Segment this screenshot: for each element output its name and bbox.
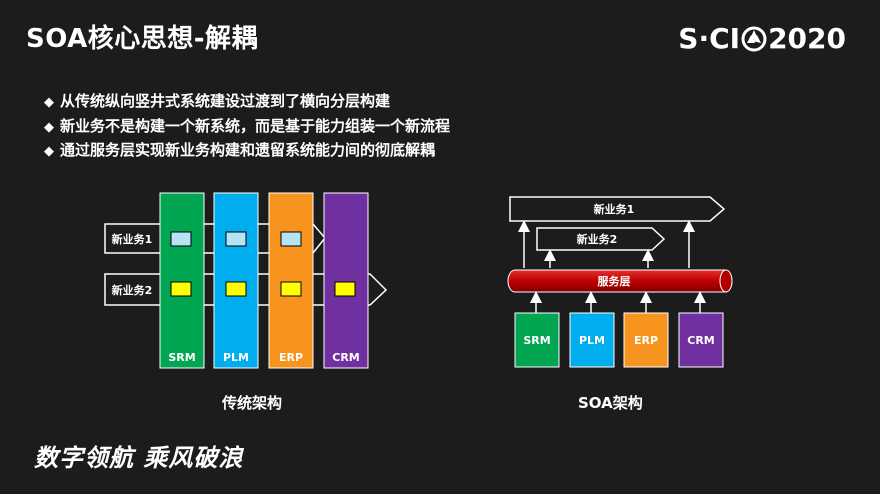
bullet-item: ◆ 新业务不是构建一个新系统，而是基于能力组装一个新流程	[44, 115, 450, 140]
module-box	[280, 281, 302, 297]
system-column-srm	[159, 192, 205, 369]
logo-text: S·CI	[678, 22, 741, 55]
diamond-bullet-icon: ◆	[44, 144, 54, 159]
system-box-srm	[514, 312, 560, 368]
bullet-item: ◆ 从传统纵向竖井式系统建设过渡到了横向分层构建	[44, 90, 450, 115]
business-row-label: 新业务2	[112, 283, 153, 297]
system-column-plm	[213, 192, 259, 369]
module-box	[225, 231, 247, 247]
system-label-crm: CRM	[687, 334, 715, 347]
system-label-srm: SRM	[168, 351, 195, 364]
business-row-label: 新业务2	[577, 232, 618, 246]
business-row-2-arrow	[536, 227, 666, 251]
system-box-erp	[623, 312, 669, 368]
page-title: SOA核心思想-解耦	[26, 24, 259, 54]
sci-2020-logo: S·CI 2020	[678, 22, 846, 55]
module-box	[225, 281, 247, 297]
bullet-item: ◆ 通过服务层实现新业务构建和遗留系统能力间的彻底解耦	[44, 139, 450, 164]
business-row-label: 新业务1	[594, 202, 635, 216]
system-label-srm: SRM	[523, 334, 550, 347]
system-box-plm	[569, 312, 615, 368]
right-diagram-caption: SOA架构	[578, 394, 643, 412]
system-column-erp	[268, 192, 314, 369]
aperture-icon	[741, 26, 767, 51]
system-label-crm: CRM	[332, 351, 360, 364]
module-box	[280, 231, 302, 247]
module-box	[170, 281, 192, 297]
left-diagram-caption: 传统架构	[222, 394, 283, 412]
system-label-erp: ERP	[634, 334, 658, 347]
system-label-plm: PLM	[223, 351, 249, 364]
system-column-crm	[323, 192, 369, 369]
bullet-text: 新业务不是构建一个新系统，而是基于能力组装一个新流程	[60, 116, 451, 135]
traditional-architecture: 新业务1 新业务2 SRM PLM ERP CRM	[104, 192, 388, 369]
diamond-bullet-icon: ◆	[44, 119, 54, 135]
service-layer-label: 服务层	[598, 274, 631, 288]
business-row-1-arrow	[509, 196, 726, 222]
system-label-erp: ERP	[279, 351, 303, 364]
soa-architecture: 新业务1 新业务2 服务层 SRM PLM ERP	[507, 196, 733, 368]
service-layer-end	[719, 269, 733, 293]
slogan: 数字领航 乘风破浪	[34, 443, 244, 472]
bullet-text: 通过服务层实现新业务构建和遗留系统能力间的彻底解耦	[60, 141, 436, 159]
logo-year: 2020	[768, 22, 846, 55]
system-label-plm: PLM	[579, 334, 605, 347]
business-row-label: 新业务1	[112, 232, 153, 246]
system-box-crm	[678, 312, 724, 368]
bullet-list: ◆ 从传统纵向竖井式系统建设过渡到了横向分层构建 ◆ 新业务不是构建一个新系统，而是…	[44, 90, 450, 164]
diamond-bullet-icon: ◆	[44, 95, 54, 110]
bullet-text: 从传统纵向竖井式系统建设过渡到了横向分层构建	[60, 92, 391, 110]
module-box	[170, 231, 192, 247]
module-box	[334, 281, 356, 297]
